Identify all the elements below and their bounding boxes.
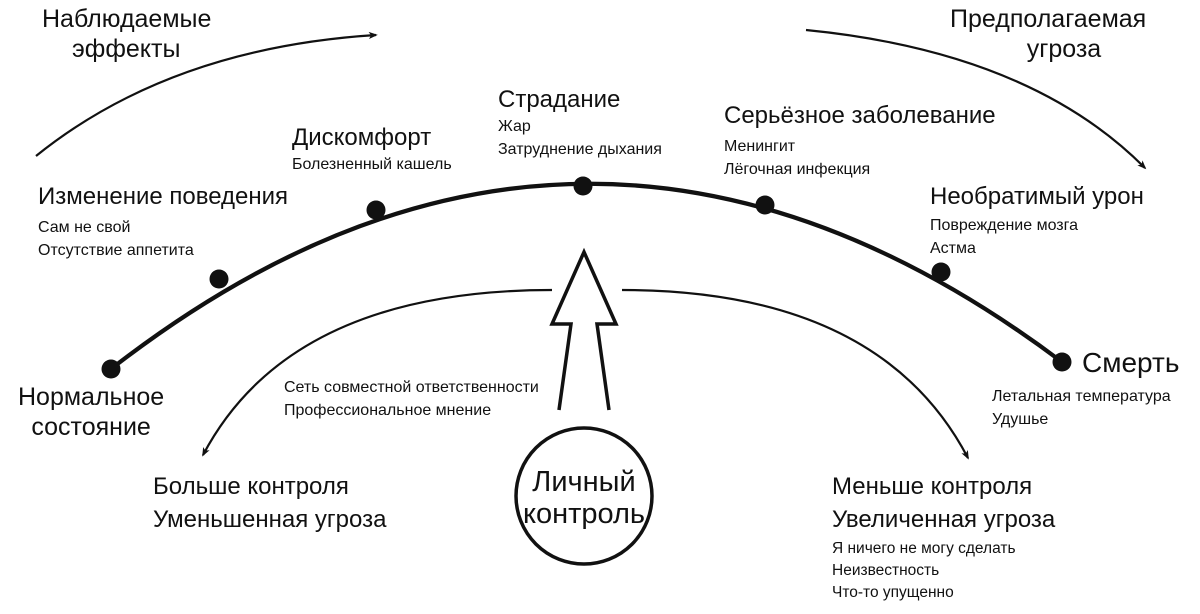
stage-title: Серьёзное заболевание	[724, 102, 996, 129]
stage-title: Необратимый урон	[930, 183, 1144, 210]
influence-item: Сеть совместной ответственности	[284, 379, 539, 396]
stage-dot-irreversible-damage	[931, 262, 951, 282]
observed-effects-label: Наблюдаемые эффекты	[42, 4, 211, 64]
stage-item: Менингит	[724, 137, 796, 155]
stage-item: Летальная температура	[992, 388, 1171, 405]
stage-dot-serious-illness	[755, 195, 775, 215]
outcome-item: Неизвестность	[832, 562, 940, 580]
stage-normal-title: Нормальное состояние	[18, 382, 164, 442]
stage-discomfort: Дискомфорт Болезненный кашель	[292, 124, 452, 176]
personal-control-line: Личный	[532, 466, 636, 498]
stage-item: Затруднение дыхания	[498, 140, 662, 158]
stage-title: Дискомфорт	[292, 124, 432, 151]
personal-control-label: Личный контроль	[512, 466, 656, 531]
perceived-threat-line: угроза	[1026, 35, 1102, 63]
stage-death-items: Летальная температура Удушье	[992, 385, 1171, 431]
stage-item: Лёгочная инфекция	[724, 160, 871, 178]
stage-dot-behavior-change	[209, 269, 229, 289]
less-control-arrow	[621, 288, 969, 460]
outcome-less-control: Меньше контроля Увеличенная угроза Я нич…	[832, 470, 1055, 604]
stage-dot-suffering	[573, 176, 593, 196]
observed-effects-line: Наблюдаемые	[42, 5, 212, 33]
personal-control-up-arrow	[549, 247, 619, 411]
stage-item: Жар	[498, 117, 531, 135]
stage-title: Изменение поведения	[38, 183, 289, 210]
personal-control-circle	[514, 426, 654, 566]
outcome-item: Что-то упущенно	[832, 584, 954, 602]
perceived-threat-label: Предполагаемая угроза	[950, 4, 1146, 64]
stage-serious-illness: Серьёзное заболевание Менингит Лёгочная …	[724, 102, 996, 181]
influence-item: Профессиональное мнение	[284, 402, 492, 420]
stage-item: Астма	[930, 239, 976, 257]
outcome-more-control: Больше контроля Уменьшенная угроза	[153, 470, 386, 536]
stage-irreversible-damage: Необратимый урон Повреждение мозга Астма	[930, 183, 1144, 260]
stage-behavior-change: Изменение поведения Сам не свой Отсутств…	[38, 183, 288, 262]
observed-effects-line: эффекты	[72, 35, 181, 63]
control-influence-list: Сеть совместной ответственности Професси…	[284, 376, 539, 422]
observed-effects-arrow	[35, 31, 378, 157]
outcome-title-line: Больше контроля	[153, 473, 349, 500]
outcome-title-line: Уменьшенная угроза	[153, 506, 387, 534]
stage-suffering: Страдание Жар Затруднение дыхания	[498, 86, 662, 161]
more-control-arrow	[202, 288, 553, 457]
perceived-threat-arrow	[805, 28, 1147, 170]
stage-item: Удушье	[992, 411, 1049, 429]
stage-title-line: Нормальное	[18, 383, 165, 411]
stage-death: Смерть	[1082, 346, 1179, 380]
personal-control-line: контроль	[522, 498, 646, 531]
stage-item: Повреждение мозга	[930, 216, 1079, 234]
outcome-item: Я ничего не могу сделать	[832, 540, 1016, 558]
stage-dot-normal	[101, 359, 121, 379]
perceived-threat-line: Предполагаемая	[950, 5, 1147, 33]
outcome-title-line: Меньше контроля	[832, 473, 1033, 500]
outcome-title-line: Увеличенная угроза	[832, 506, 1056, 534]
stage-item: Отсутствие аппетита	[38, 241, 194, 259]
stage-item: Сам не свой	[38, 218, 131, 236]
stage-dot-discomfort	[366, 200, 386, 220]
stage-title-line: состояние	[31, 413, 151, 441]
stage-dot-death	[1052, 352, 1072, 372]
stage-title: Страдание	[498, 86, 621, 113]
stage-title: Смерть	[1082, 347, 1180, 378]
stage-item: Болезненный кашель	[292, 155, 452, 173]
